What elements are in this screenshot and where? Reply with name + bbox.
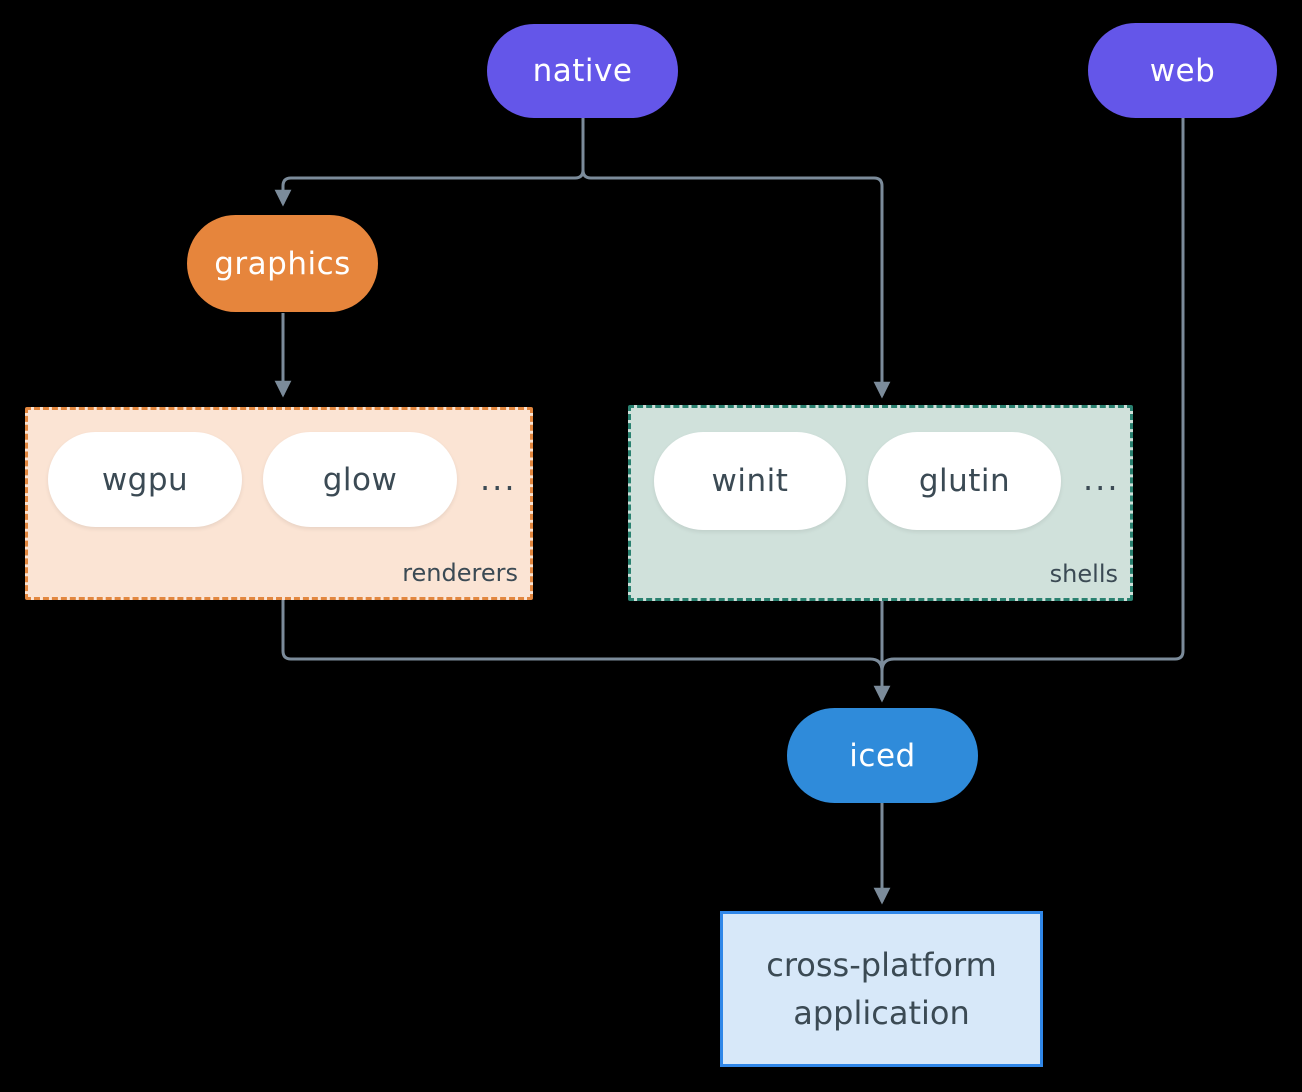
application-label-line1: cross-platform: [766, 946, 997, 984]
shells-group-label: shells: [1049, 560, 1118, 588]
node-web-label: web: [1149, 52, 1216, 89]
edge-native-shells: [581, 118, 891, 399]
group-renderers: wgpu glow ... renderers: [25, 407, 533, 600]
renderers-ellipsis: ...: [480, 460, 517, 498]
shells-ellipsis: ...: [1083, 460, 1120, 498]
group-shells: winit glutin ... shells: [628, 405, 1133, 601]
edge-native-graphics: [274, 118, 585, 207]
node-wgpu-label: wgpu: [101, 461, 189, 498]
node-glutin-label: glutin: [918, 463, 1011, 499]
node-winit: winit: [654, 432, 846, 530]
node-cross-platform-application: cross-platform application: [720, 911, 1043, 1067]
application-label-line2: application: [793, 994, 970, 1032]
node-native-label: native: [532, 53, 633, 89]
node-glow: glow: [263, 432, 457, 527]
edge-renderers-iced: [281, 600, 884, 672]
node-iced-label: iced: [849, 737, 916, 774]
node-winit-label: winit: [711, 463, 789, 499]
node-iced: iced: [787, 708, 978, 803]
renderers-group-label: renderers: [402, 559, 518, 587]
node-graphics-label: graphics: [214, 245, 351, 282]
node-graphics: graphics: [187, 215, 378, 312]
node-native: native: [487, 24, 678, 118]
node-wgpu: wgpu: [48, 432, 242, 527]
node-glow-label: glow: [322, 461, 398, 498]
node-glutin: glutin: [868, 432, 1061, 530]
node-web: web: [1088, 23, 1277, 118]
